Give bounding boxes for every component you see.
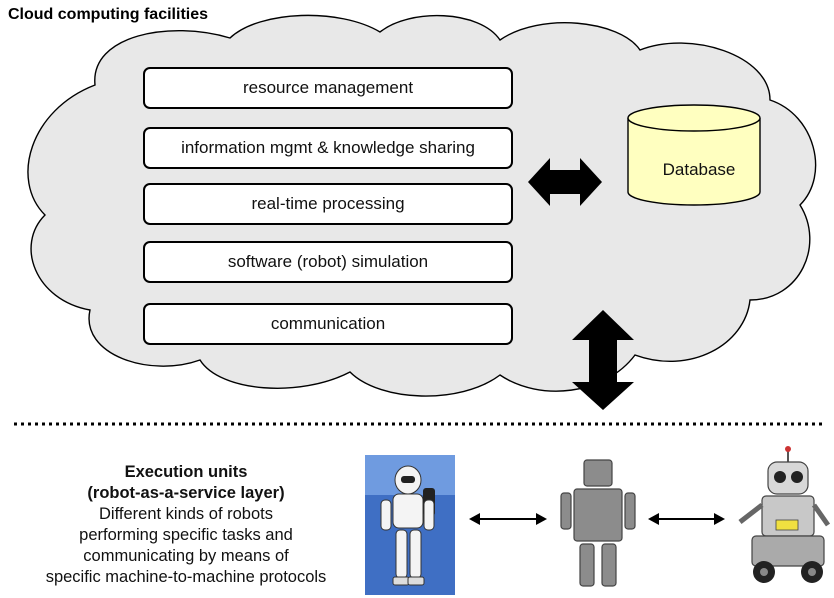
execution-heading: Execution units bbox=[124, 463, 248, 481]
service-box-resource-management: resource management bbox=[143, 67, 513, 109]
service-box-real-time-processing: real-time processing bbox=[143, 183, 513, 225]
execution-line: Different kinds of robots bbox=[99, 505, 273, 523]
double-arrow-horizontal-icon bbox=[528, 158, 602, 206]
service-box-information-mgmt: information mgmt & knowledge sharing bbox=[143, 127, 513, 169]
humanoid-robot-image bbox=[365, 455, 455, 595]
database-label: Database bbox=[662, 160, 736, 179]
database-icon bbox=[627, 104, 761, 206]
double-arrow-right-icon bbox=[648, 513, 725, 525]
execution-line: specific machine-to-machine protocols bbox=[45, 568, 327, 586]
service-box-software-simulation: software (robot) simulation bbox=[143, 241, 513, 283]
execution-units-text: Execution units (robot-as-a-service laye… bbox=[0, 462, 372, 588]
generic-robot-icon bbox=[560, 459, 636, 587]
diagram-title: Cloud computing facilities bbox=[8, 6, 209, 23]
execution-line: communicating by means of bbox=[83, 547, 289, 565]
double-arrow-vertical-icon bbox=[572, 310, 634, 410]
execution-subheading: (robot-as-a-service layer) bbox=[87, 484, 285, 502]
execution-line: performing specific tasks and bbox=[79, 526, 293, 544]
double-arrow-left-icon bbox=[469, 513, 547, 525]
service-box-communication: communication bbox=[143, 303, 513, 345]
wheeled-robot-image bbox=[738, 446, 831, 583]
